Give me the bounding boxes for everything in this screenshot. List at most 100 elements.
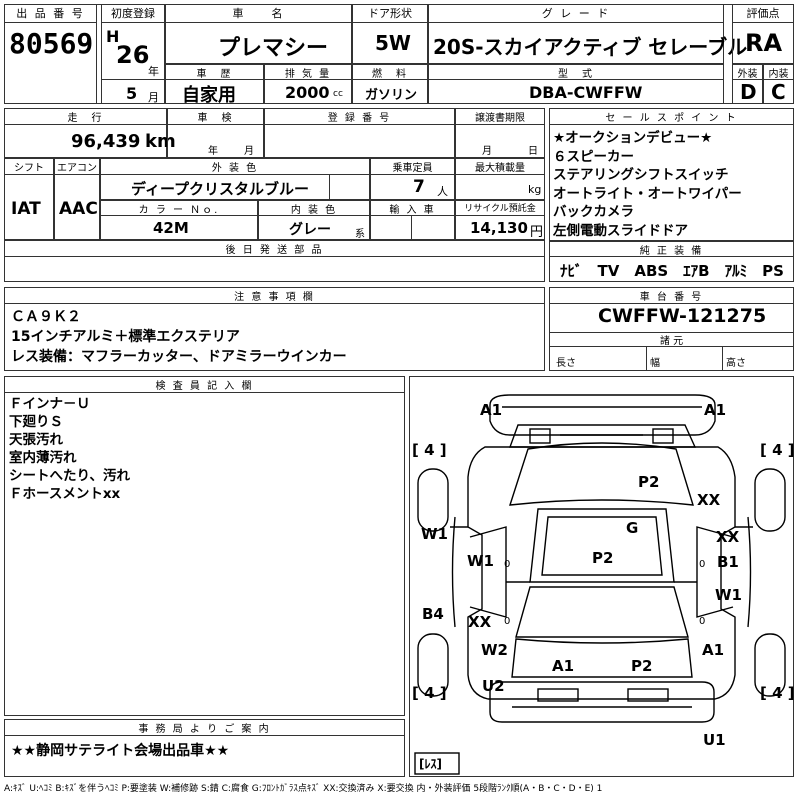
equipment-list: ﾅﾋﾞ TV ABS ｴｱB ｱﾙﾐ PS PW xyxy=(560,262,800,280)
aircon-cell: エアコン AAC xyxy=(54,158,100,240)
note-item: ＣＡ９Ｋ２ xyxy=(11,309,81,325)
import-cell: 輸 入 車 xyxy=(370,200,455,240)
equipment-label: 純 正 装 備 xyxy=(550,242,793,257)
fuel-label: 燃 料 xyxy=(353,65,427,80)
history-cell: 車 歴 自家用 xyxy=(165,64,264,106)
diag-p2-rear: P2 xyxy=(631,657,653,675)
diag-u2-left: U2 xyxy=(482,677,505,695)
shift: IAT xyxy=(11,199,41,219)
color-no: 42M xyxy=(153,219,189,237)
max-load-label: 最大積載量 xyxy=(456,159,544,175)
color-no-label: カ ラ ー Ｎｏ. xyxy=(101,201,257,216)
sales-point-item: バックカメラ xyxy=(553,204,634,220)
max-load-unit: kg xyxy=(528,183,542,196)
grade-cell: グ レ ー ド 20S-スカイアクティブ セレーブル xyxy=(428,4,747,64)
transfer-month-unit: 月 xyxy=(482,146,492,157)
grade-label: グ レ ー ド xyxy=(429,5,723,23)
color: ディープクリスタルブルー xyxy=(131,180,310,198)
chassis-cell: 車 台 番 号 CWFFW-121275 諸 元 長さ 幅 高さ xyxy=(549,287,794,371)
lot-label: 出 品 番 号 xyxy=(5,5,96,23)
year: 26 xyxy=(116,41,150,69)
diag-a1-top-right: A1 xyxy=(704,401,727,419)
recycle-cell: リサイクル預託金 14,130 円 xyxy=(455,200,545,240)
model-label: 型 式 xyxy=(429,65,723,80)
diag-b4-left: B4 xyxy=(422,605,444,623)
diag-tire-front-left: [ 4 ] xyxy=(412,441,447,459)
first-reg-cell: 初度登録 H 26 年 5 月 xyxy=(101,4,165,104)
height-label: 高さ xyxy=(726,358,746,369)
model-cell: 型 式 DBA-CWFFW xyxy=(428,64,724,104)
inspector-note-item: 下廻りＳ xyxy=(9,414,63,430)
diag-tire-front-right: [ 4 ] xyxy=(760,441,795,459)
displacement-unit: cc xyxy=(333,89,343,99)
recycle: 14,130 xyxy=(470,219,528,237)
month: 5 xyxy=(126,84,138,103)
mileage-label: 走 行 xyxy=(5,109,166,125)
inspection-label: 車 検 xyxy=(168,109,263,125)
sales-point-item: オートライト・オートワイパー xyxy=(553,185,742,202)
sales-point-label: セ ー ル ス ポ イ ン ト xyxy=(550,109,793,125)
grade: 20S-スカイアクティブ セレーブル xyxy=(433,35,748,59)
color-label: 外 装 色 xyxy=(101,159,369,175)
diag-tire-rear-left: [ 4 ] xyxy=(412,684,447,702)
aircon: AAC xyxy=(59,199,98,219)
diag-w1-right: W1 xyxy=(715,586,742,604)
chassis-label: 車 台 番 号 xyxy=(550,288,793,304)
diag-xx-right-upper: XX xyxy=(697,491,721,509)
lot-number-cell: 出 品 番 号 80569 xyxy=(4,4,97,104)
diag-u1-bottom: U1 xyxy=(703,731,726,749)
interior-color-cell: 内 装 色 グレー 系 xyxy=(258,200,370,240)
first-reg-label: 初度登録 xyxy=(102,5,164,23)
fuel-cell: 燃 料 ガソリン xyxy=(352,64,428,104)
color-no-cell: カ ラ ー Ｎｏ. 42M xyxy=(100,200,258,240)
note-item: レス装備：マフラーカッター、ドアミラーウインカー xyxy=(11,349,347,365)
displacement: 2000 xyxy=(285,83,330,102)
svg-text:0: 0 xyxy=(504,616,510,627)
length-label: 長さ xyxy=(556,358,576,369)
car-diagram: 0 0 0 0 A1 A1 [ 4 ] [ 4 ] P2 XX G W1 W1 … xyxy=(409,376,795,777)
inspection-cell: 車 検 年 月 xyxy=(167,108,264,158)
diag-tire-rear-right: [ 4 ] xyxy=(760,684,795,702)
width-label: 幅 xyxy=(650,358,660,369)
insp-year-unit: 年 xyxy=(208,146,218,157)
score: RA xyxy=(745,29,783,57)
transfer-label: 譲渡書期限 xyxy=(456,109,544,125)
shift-cell: シフト IAT xyxy=(4,158,54,240)
diag-xx-right-mid: XX xyxy=(716,528,740,546)
interior-color-label: 内 装 色 xyxy=(259,201,369,216)
reg-no-label: 登 録 番 号 xyxy=(265,109,454,125)
diag-a1-top-left: A1 xyxy=(480,401,503,419)
month-unit: 月 xyxy=(148,91,159,104)
diag-w2-left: W2 xyxy=(481,641,508,659)
sales-point-item: 左側電動スライドドア xyxy=(553,222,688,239)
svg-text:0: 0 xyxy=(504,559,510,570)
era: H xyxy=(106,27,120,46)
car-name-cell: 車 名 プレマシー xyxy=(165,4,352,64)
ext-score-cell: 外装 D xyxy=(732,64,763,104)
ext-score: D xyxy=(740,80,757,104)
svg-text:0: 0 xyxy=(699,559,705,570)
year-unit: 年 xyxy=(148,65,159,78)
capacity: 7 xyxy=(413,177,425,197)
office-cell: 事 務 局 よ り ご 案 内 ★★静岡サテライト会場出品車★★ xyxy=(4,719,405,777)
aircon-label: エアコン xyxy=(55,159,99,175)
int-label: 内装 xyxy=(764,65,793,80)
car-name-label: 車 名 xyxy=(166,5,351,23)
diag-g-glass: G xyxy=(626,519,639,537)
later-parts-label: 後 日 発 送 部 品 xyxy=(5,241,544,257)
car-name: プレマシー xyxy=(218,36,329,61)
svg-text:0: 0 xyxy=(699,616,705,627)
interior-color-unit: 系 xyxy=(355,229,365,240)
capacity-unit: 人 xyxy=(437,185,448,198)
equipment-cell: 純 正 装 備 ﾅﾋﾞ TV ABS ｴｱB ｱﾙﾐ PS PW xyxy=(549,241,800,282)
inspector-label: 検 査 員 記 入 欄 xyxy=(5,377,404,393)
model: DBA-CWFFW xyxy=(529,83,643,102)
insp-month-unit: 月 xyxy=(244,146,254,157)
diag-spare: [ﾚｽ] xyxy=(419,757,442,771)
sales-point-cell: セ ー ル ス ポ イ ン ト ★オークションデビュー★６スピーカーステアリング… xyxy=(549,108,794,241)
recycle-unit: 円 xyxy=(530,225,544,240)
notes-label: 注 意 事 項 欄 xyxy=(5,288,544,304)
displacement-cell: 排 気 量 2000 cc xyxy=(264,64,352,104)
transfer-cell: 譲渡書期限 月 日 xyxy=(455,108,545,158)
